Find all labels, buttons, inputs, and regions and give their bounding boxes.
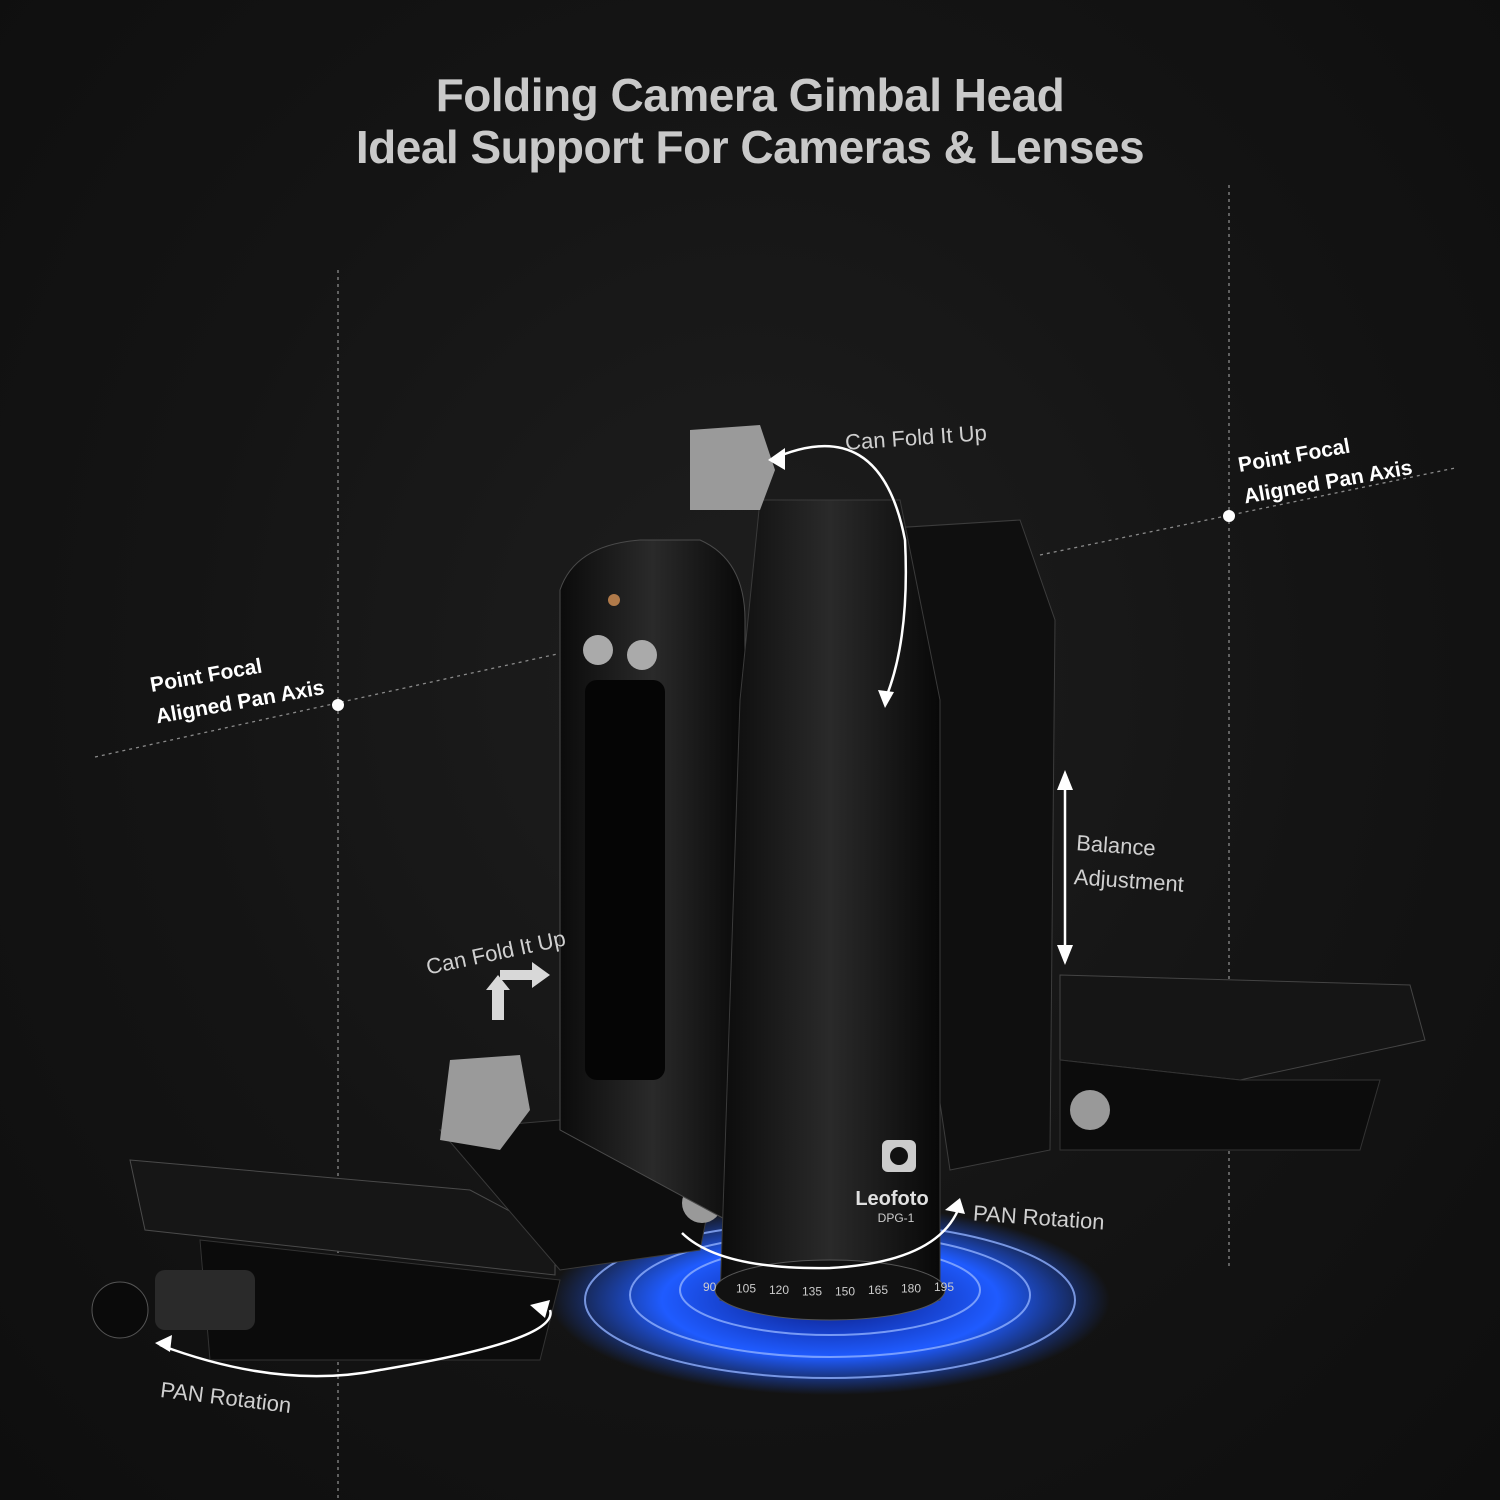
dial-tick-label: 195 [934,1280,954,1294]
dial-tick-label: 120 [769,1283,789,1297]
title-line-1: Folding Camera Gimbal Head [435,69,1065,121]
balance-label: Balance Adjustment [1073,826,1188,902]
focal-point-left [332,699,344,711]
model-text: DPG-1 [878,1211,915,1225]
leofoto-logo-icon [882,1140,916,1172]
dial-tick-label: 150 [835,1284,855,1298]
brand-text: Leofoto [855,1188,928,1210]
title-line-2: Ideal Support For Cameras & Lenses [355,121,1145,173]
arrow-lines [159,444,1067,1378]
fold-arrow-icon [486,962,550,1020]
dial-tick-label: 165 [868,1283,888,1297]
degree-dial: 90 105 120 135 150 165 180 195 [703,1280,954,1299]
dial-tick-label: 180 [901,1281,921,1295]
dial-tick-label: 135 [802,1284,822,1298]
dial-tick-label: 105 [736,1281,756,1295]
focal-point-right [1223,510,1235,522]
dial-tick-label: 90 [703,1280,717,1294]
